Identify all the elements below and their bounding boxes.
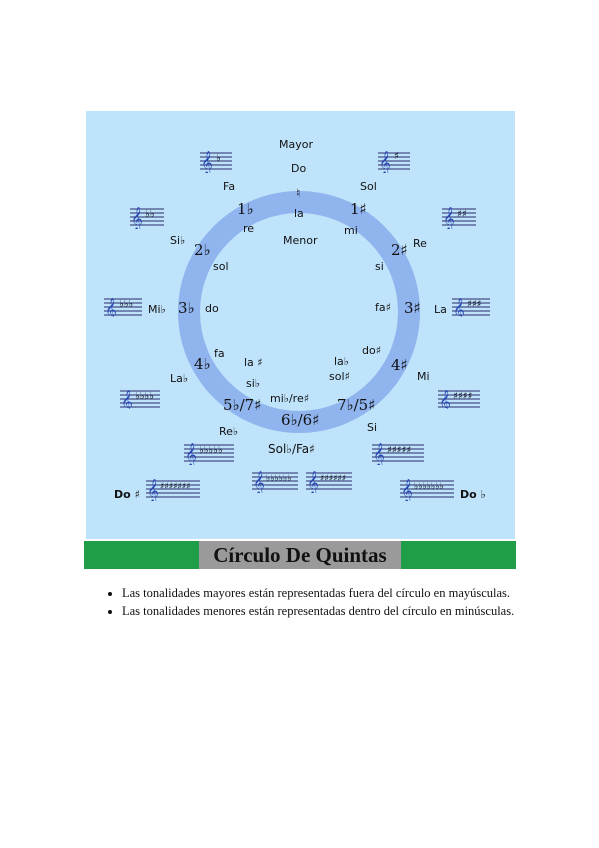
minor-key-si-flat: si♭: [246, 377, 260, 390]
signature-4-sharp: 4♯: [391, 356, 408, 374]
svg-text:♭♭♭♭♭: ♭♭♭♭♭: [199, 445, 223, 456]
staff-fa-sharp-icon: 𝄞 ♯♯♯♯♯♯: [306, 470, 352, 493]
svg-text:𝄞: 𝄞: [443, 206, 455, 229]
major-key-la: La: [434, 303, 447, 316]
staff-si-icon: 𝄞 ♯♯♯♯♯: [372, 442, 424, 465]
signature-3-flat: 3♭: [178, 299, 195, 317]
svg-text:𝄞: 𝄞: [121, 389, 133, 409]
minor-key-fa-sharp: fa♯: [375, 301, 391, 314]
major-key-mi: Mi: [417, 370, 430, 383]
signature-2-sharp: 2♯: [391, 241, 408, 259]
staff-sol-icon: 𝄞 ♯: [378, 150, 410, 173]
minor-heading: Menor: [283, 234, 318, 247]
major-key-do: Do: [291, 162, 307, 175]
svg-text:♯♯♯: ♯♯♯: [467, 299, 482, 310]
svg-text:𝄞: 𝄞: [105, 297, 117, 317]
major-key-do-sharp: Do ♯: [114, 488, 140, 501]
staff-mib-icon: 𝄞 ♭♭♭: [104, 297, 142, 317]
signature-1-flat: 1♭: [237, 200, 254, 218]
major-key-sib: Si♭: [170, 234, 186, 247]
major-key-reb: Re♭: [219, 425, 239, 438]
staff-la-icon: 𝄞 ♯♯♯: [452, 297, 490, 317]
minor-key-fa: fa: [214, 347, 225, 360]
svg-text:𝄞: 𝄞: [453, 297, 465, 317]
signature-4-flat: 4♭: [194, 355, 211, 373]
minor-key-la: la: [294, 207, 304, 220]
svg-text:♭: ♭: [216, 153, 221, 164]
page-title: Círculo De Quintas: [199, 541, 401, 569]
svg-text:𝄞: 𝄞: [201, 150, 213, 173]
svg-text:♯♯♯♯: ♯♯♯♯: [453, 391, 472, 402]
list-item: Las tonalidades menores están representa…: [122, 603, 522, 619]
major-key-fa: Fa: [223, 180, 236, 193]
minor-key-la-sharp: la ♯: [244, 356, 263, 369]
signature-3-sharp: 3♯: [404, 299, 421, 317]
svg-text:♭♭♭: ♭♭♭: [119, 299, 133, 310]
signature-6flat-6sharp: 6♭/6♯: [281, 411, 320, 429]
staff-mi-icon: 𝄞 ♯♯♯♯: [438, 389, 480, 409]
minor-key-mi: mi: [344, 224, 358, 237]
list-item: Las tonalidades mayores están representa…: [122, 585, 522, 601]
svg-text:𝄞: 𝄞: [373, 442, 385, 465]
staff-reb-icon: 𝄞 ♭♭♭♭♭: [184, 442, 234, 465]
svg-text:𝄞: 𝄞: [439, 389, 451, 409]
major-key-lab: La♭: [170, 372, 189, 385]
svg-text:♯♯♯♯♯: ♯♯♯♯♯: [387, 445, 411, 456]
major-key-sol: Sol: [360, 180, 377, 193]
svg-text:𝄞: 𝄞: [379, 150, 391, 173]
svg-text:♭♭♭♭: ♭♭♭♭: [135, 391, 154, 402]
signature-natural: ♮: [296, 186, 301, 200]
svg-text:♭♭♭♭♭♭: ♭♭♭♭♭♭: [266, 474, 291, 484]
circle-ring-graphic: [178, 191, 420, 433]
minor-key-do: do: [205, 302, 219, 315]
svg-text:♯♯♯♯♯♯♯: ♯♯♯♯♯♯♯: [160, 482, 191, 492]
svg-text:♯♯: ♯♯: [457, 209, 467, 220]
staff-do-flat-icon: 𝄞 ♭♭♭♭♭♭♭: [400, 478, 454, 501]
signature-2-flat: 2♭: [194, 241, 211, 259]
minor-key-la-flat: la♭: [334, 355, 349, 368]
minor-key-si: si: [375, 260, 384, 273]
fifths-ring: [178, 191, 420, 433]
major-key-do-flat: Do ♭: [460, 488, 486, 501]
minor-key-sol: sol: [213, 260, 229, 273]
svg-text:𝄞: 𝄞: [401, 478, 413, 501]
svg-text:𝄞: 𝄞: [307, 470, 319, 493]
major-key-solb-fa: Sol♭/Fa♯: [268, 442, 315, 456]
major-key-mib: Mi♭: [148, 303, 166, 316]
minor-key-do-sharp: do♯: [362, 344, 382, 357]
svg-text:𝄞: 𝄞: [131, 206, 143, 229]
signature-7flat-5sharp: 7♭/5♯: [337, 396, 376, 414]
major-key-re: Re: [413, 237, 427, 250]
svg-text:𝄞: 𝄞: [147, 478, 159, 501]
major-heading: Mayor: [279, 138, 313, 151]
signature-1-sharp: 1♯: [350, 200, 367, 218]
minor-key-mib-resharp: mi♭/re♯: [270, 392, 310, 405]
svg-text:♯♯♯♯♯♯: ♯♯♯♯♯♯: [320, 474, 346, 484]
svg-text:♭♭♭♭♭♭♭: ♭♭♭♭♭♭♭: [414, 482, 444, 492]
signature-5flat-7sharp: 5♭/7♯: [223, 396, 262, 414]
staff-sib-icon: 𝄞 ♭♭: [130, 206, 164, 229]
major-key-si: Si: [367, 421, 378, 434]
staff-solb-icon: 𝄞 ♭♭♭♭♭♭: [252, 470, 298, 493]
svg-text:𝄞: 𝄞: [253, 470, 265, 493]
minor-key-sol-sharp: sol♯: [329, 370, 350, 383]
notes-list: Las tonalidades mayores están representa…: [104, 585, 522, 621]
staff-lab-icon: 𝄞 ♭♭♭♭: [120, 389, 160, 409]
svg-text:♭♭: ♭♭: [145, 209, 155, 220]
staff-re-icon: 𝄞 ♯♯: [442, 206, 476, 229]
minor-key-re: re: [243, 222, 255, 235]
staff-do-sharp-icon: 𝄞 ♯♯♯♯♯♯♯: [146, 478, 200, 501]
circle-of-fifths-figure: Mayor Menor Do Sol Re La Mi Si Sol♭/Fa♯ …: [86, 111, 515, 539]
svg-text:♯: ♯: [394, 151, 399, 162]
svg-text:𝄞: 𝄞: [185, 442, 197, 465]
staff-fa-icon: 𝄞 ♭: [200, 150, 232, 173]
